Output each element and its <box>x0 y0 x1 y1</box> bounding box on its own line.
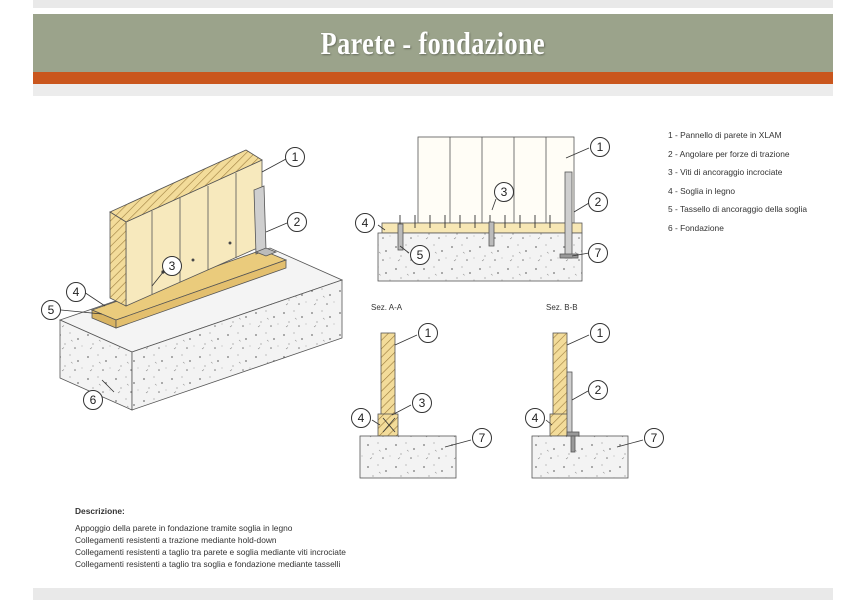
section-b-panel <box>552 332 568 426</box>
callout-circle <box>351 408 371 428</box>
section-b-b <box>531 332 629 479</box>
wall-panel-edge <box>109 211 127 307</box>
callout-number: 7 <box>479 431 486 445</box>
callout-number: 5 <box>417 248 424 262</box>
elevation-view <box>377 136 583 282</box>
callout-circle <box>83 390 103 410</box>
elevation-panel <box>417 136 575 224</box>
description-line: Collegamenti resistenti a trazione media… <box>75 535 277 545</box>
callout-circle <box>41 300 61 320</box>
callout-circle <box>588 380 608 400</box>
top-strip <box>33 0 833 8</box>
legend-item: 2 - Angolare per forze di trazione <box>668 148 790 159</box>
callout-circle <box>588 192 608 212</box>
callout-number: 6 <box>90 393 97 407</box>
callout-number: 2 <box>595 195 602 209</box>
legend-item: 4 - Soglia in legno <box>668 185 736 196</box>
callout-number: 4 <box>362 216 369 230</box>
callout-markers: 1 2 3 4 5 6 1 2 3 4 5 7 1 3 4 7 1 2 4 7 <box>41 137 664 448</box>
callout-number: 3 <box>169 259 176 273</box>
elevation-sill <box>381 222 583 234</box>
legend-item: 3 - Viti di ancoraggio incrociate <box>668 167 783 177</box>
section-a-foundation <box>359 435 457 479</box>
section-b-hold-down <box>566 371 573 437</box>
section-a-a <box>359 332 457 479</box>
section-a-label: Sez. A-A <box>371 303 403 312</box>
slide-title: Parete - fondazione <box>320 24 546 61</box>
callout-circle <box>494 182 514 202</box>
section-b-label: Sez. B-B <box>546 303 578 312</box>
callout-circle <box>410 245 430 265</box>
callout-number: 2 <box>595 383 602 397</box>
isometric-view <box>58 149 344 411</box>
section-a-panel <box>380 332 396 426</box>
callout-circle <box>588 243 608 263</box>
title-band: Parete - fondazione <box>33 14 833 72</box>
description-line: Collegamenti resistenti a taglio tra par… <box>75 547 346 557</box>
description-line: Collegamenti resistenti a taglio tra sog… <box>75 559 341 569</box>
leader-lines <box>60 147 644 448</box>
callout-number: 5 <box>48 303 55 317</box>
section-a-sill <box>377 413 399 437</box>
callout-circle <box>472 428 492 448</box>
legend-item: 5 - Tassello di ancoraggio della soglia <box>668 204 808 214</box>
callout-number: 1 <box>597 326 604 340</box>
callout-circle <box>162 256 182 276</box>
callout-number: 1 <box>597 140 604 154</box>
legend-item: 1 - Pannello di parete in XLAM <box>668 130 782 140</box>
callout-number: 2 <box>294 215 301 229</box>
callout-circle <box>66 282 86 302</box>
legend: 1 - Pannello di parete in XLAM 2 - Angol… <box>668 126 807 237</box>
callout-circle <box>590 137 610 157</box>
callout-circle <box>644 428 664 448</box>
hold-down-angle <box>253 185 267 255</box>
callout-circle <box>355 213 375 233</box>
callout-circle <box>412 393 432 413</box>
callout-number: 4 <box>358 411 365 425</box>
callout-circle <box>418 323 438 343</box>
legend-item: 6 - Fondazione <box>668 222 724 233</box>
under-strip <box>33 84 833 96</box>
callout-circle <box>525 408 545 428</box>
callout-number: 4 <box>532 411 539 425</box>
callout-circle <box>590 323 610 343</box>
accent-bar <box>33 72 833 84</box>
description-line: Appoggio della parete in fondazione tram… <box>75 523 293 533</box>
description-title: Descrizione: <box>75 506 125 516</box>
callout-number: 7 <box>595 246 602 260</box>
callout-number: 7 <box>651 431 658 445</box>
callout-number: 3 <box>419 396 426 410</box>
description-block: Descrizione: Appoggio della parete in fo… <box>75 505 346 570</box>
callout-number: 3 <box>501 185 508 199</box>
callout-number: 1 <box>292 150 299 164</box>
elevation-hold-down <box>564 171 573 259</box>
callout-circle <box>285 147 305 167</box>
callout-number: 1 <box>425 326 432 340</box>
foundation-side <box>131 279 343 411</box>
callout-number: 4 <box>73 285 80 299</box>
section-b-foundation <box>531 435 629 479</box>
bottom-strip <box>33 588 833 600</box>
callout-circle <box>287 212 307 232</box>
elevation-foundation <box>377 232 583 282</box>
